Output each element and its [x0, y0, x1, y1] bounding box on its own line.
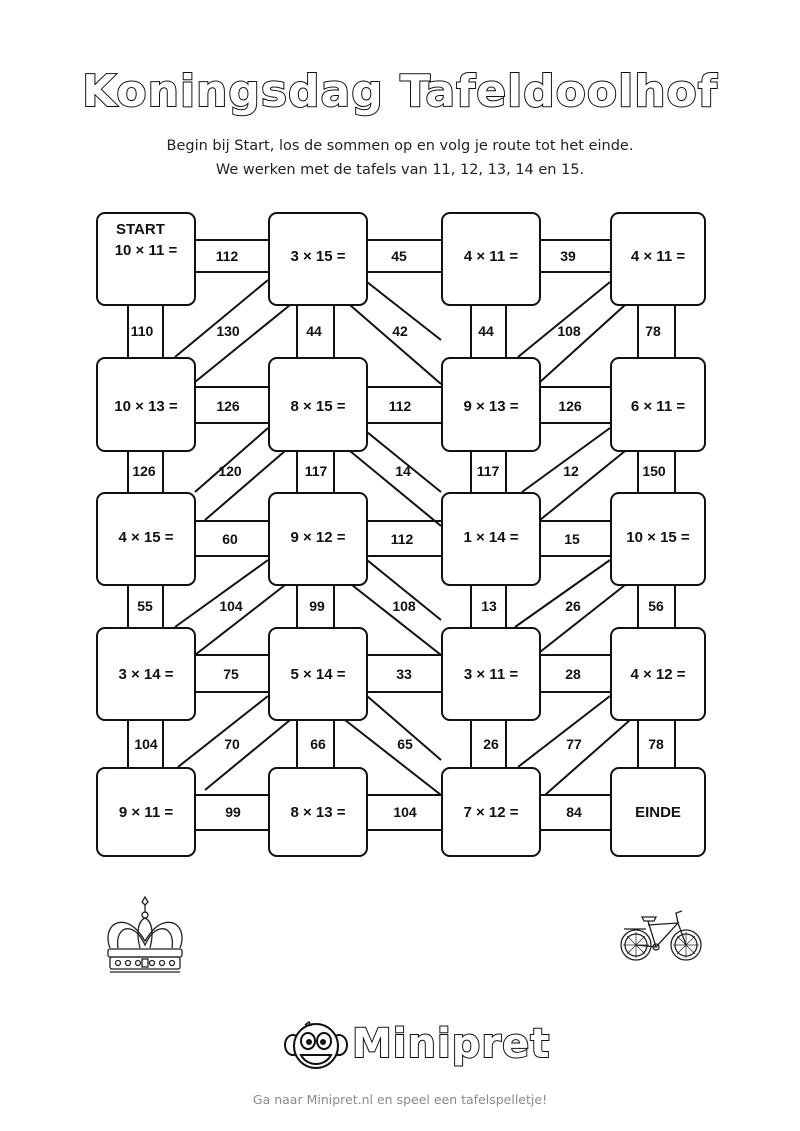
box-equation: 8 × 15 =	[290, 398, 346, 415]
footer-text: Ga naar Minipret.nl en speel een tafelsp…	[252, 1092, 548, 1107]
maze-box-end[interactable]: EINDE	[610, 767, 706, 857]
maze-box[interactable]: 10 × 15 =	[610, 492, 706, 586]
path-value: 75	[223, 666, 239, 682]
path-value: 126	[216, 398, 240, 414]
path-value: 13	[481, 598, 497, 614]
path-value: 84	[566, 804, 582, 820]
box-equation: 3 × 14 =	[118, 665, 174, 683]
maze-box[interactable]: 3 × 14 =	[96, 627, 196, 721]
path-value: 45	[391, 248, 407, 264]
path-value: 126	[558, 398, 582, 414]
path-value: 26	[565, 598, 581, 614]
box-equation: 1 × 14 =	[463, 529, 519, 546]
diagonal-path-lines	[174, 279, 631, 796]
path-value: 39	[560, 248, 576, 264]
path-value: 77	[566, 736, 582, 752]
box-equation: 6 × 11 =	[630, 398, 686, 415]
path-value: 44	[306, 323, 322, 339]
maze-box[interactable]: 7 × 12 =	[441, 767, 541, 857]
path-value: 78	[645, 323, 661, 339]
maze-box[interactable]: 10 × 13 =	[96, 357, 196, 452]
bicycle-illustration	[620, 910, 702, 961]
box-equation: 10 × 11 =	[114, 241, 178, 259]
box-equation: 9 × 11 =	[118, 803, 174, 821]
path-value: 78	[648, 736, 664, 752]
maze-box[interactable]: 4 × 12 =	[610, 627, 706, 721]
maze-box[interactable]: 9 × 12 =	[268, 492, 368, 586]
path-value: 112	[388, 398, 412, 414]
box-equation: 4 × 12 =	[630, 665, 686, 683]
path-value: 66	[310, 736, 326, 752]
minipret-logo-text[interactable]: Minipret	[351, 1020, 551, 1068]
path-value: 26	[483, 736, 499, 752]
path-value: 12	[563, 463, 579, 479]
maze-box[interactable]: 9 × 11 =	[96, 767, 196, 857]
instructions-line-2: We werken met de tafels van 11, 12, 13, …	[215, 162, 585, 178]
box-equation: 10 × 13 =	[114, 398, 178, 415]
maze-box[interactable]: 3 × 11 =	[441, 627, 541, 721]
path-value: 55	[137, 598, 153, 614]
crown-illustration	[107, 895, 183, 973]
path-value: 99	[309, 598, 325, 614]
path-value: 120	[218, 463, 242, 479]
path-value: 112	[215, 248, 239, 264]
path-value: 44	[478, 323, 494, 339]
path-value: 65	[397, 736, 413, 752]
maze-box[interactable]: 8 × 15 =	[268, 357, 368, 452]
path-value: 126	[132, 463, 156, 479]
box-equation: 3 × 11 =	[463, 665, 519, 683]
maze-box[interactable]: 3 × 15 =	[268, 212, 368, 306]
maze-box[interactable]: 1 × 14 =	[441, 492, 541, 586]
path-value: 42	[392, 323, 408, 339]
box-equation: 3 × 15 =	[290, 247, 346, 265]
path-value: 60	[222, 531, 238, 547]
path-value: 117	[304, 463, 328, 479]
path-value: 15	[564, 531, 580, 547]
path-value: 150	[642, 463, 666, 479]
maze-box[interactable]: 9 × 13 =	[441, 357, 541, 452]
path-value: 104	[134, 736, 158, 752]
path-value: 99	[225, 804, 241, 820]
box-equation: 5 × 14 =	[290, 665, 346, 683]
monkey-logo-icon	[284, 1020, 348, 1069]
path-value: 108	[392, 598, 416, 614]
path-value: 56	[648, 598, 664, 614]
path-value: 104	[219, 598, 243, 614]
path-value: 28	[565, 666, 581, 682]
box-equation: 9 × 12 =	[290, 529, 346, 546]
vertical-path-lines	[127, 305, 676, 767]
path-value: 33	[396, 666, 412, 682]
maze-box[interactable]: 4 × 15 =	[96, 492, 196, 586]
box-equation: 4 × 11 =	[630, 247, 686, 265]
path-value: 14	[395, 463, 411, 479]
maze: START 10 × 11 = 3 × 15 = 4 × 11 = 4 × 11…	[96, 212, 706, 857]
path-value: 117	[476, 463, 500, 479]
box-equation: 4 × 11 =	[463, 247, 519, 265]
maze-box[interactable]: 4 × 11 =	[610, 212, 706, 306]
box-equation: 10 × 15 =	[626, 529, 690, 546]
start-label: START	[116, 221, 165, 238]
path-value: 130	[216, 323, 240, 339]
path-value: 110	[130, 323, 154, 339]
instructions-line-1: Begin bij Start, los de sommen op en vol…	[166, 138, 634, 154]
path-value: 70	[224, 736, 240, 752]
box-equation: 9 × 13 =	[463, 398, 519, 415]
end-label: EINDE	[635, 803, 681, 821]
horizontal-path-lines	[195, 239, 610, 831]
box-equation: 8 × 13 =	[290, 803, 346, 821]
maze-box[interactable]: 5 × 14 =	[268, 627, 368, 721]
maze-paths	[127, 239, 676, 831]
path-value: 108	[557, 323, 581, 339]
maze-box[interactable]: 6 × 11 =	[610, 357, 706, 452]
path-value: 112	[390, 531, 414, 547]
box-equation: 7 × 12 =	[463, 803, 519, 821]
path-value: 104	[393, 804, 417, 820]
page-title: Koningsdag Tafeldoolhof	[81, 65, 718, 118]
maze-box-start[interactable]: START 10 × 11 =	[96, 212, 196, 306]
maze-box[interactable]: 8 × 13 =	[268, 767, 368, 857]
maze-box[interactable]: 4 × 11 =	[441, 212, 541, 306]
box-equation: 4 × 15 =	[118, 529, 174, 546]
